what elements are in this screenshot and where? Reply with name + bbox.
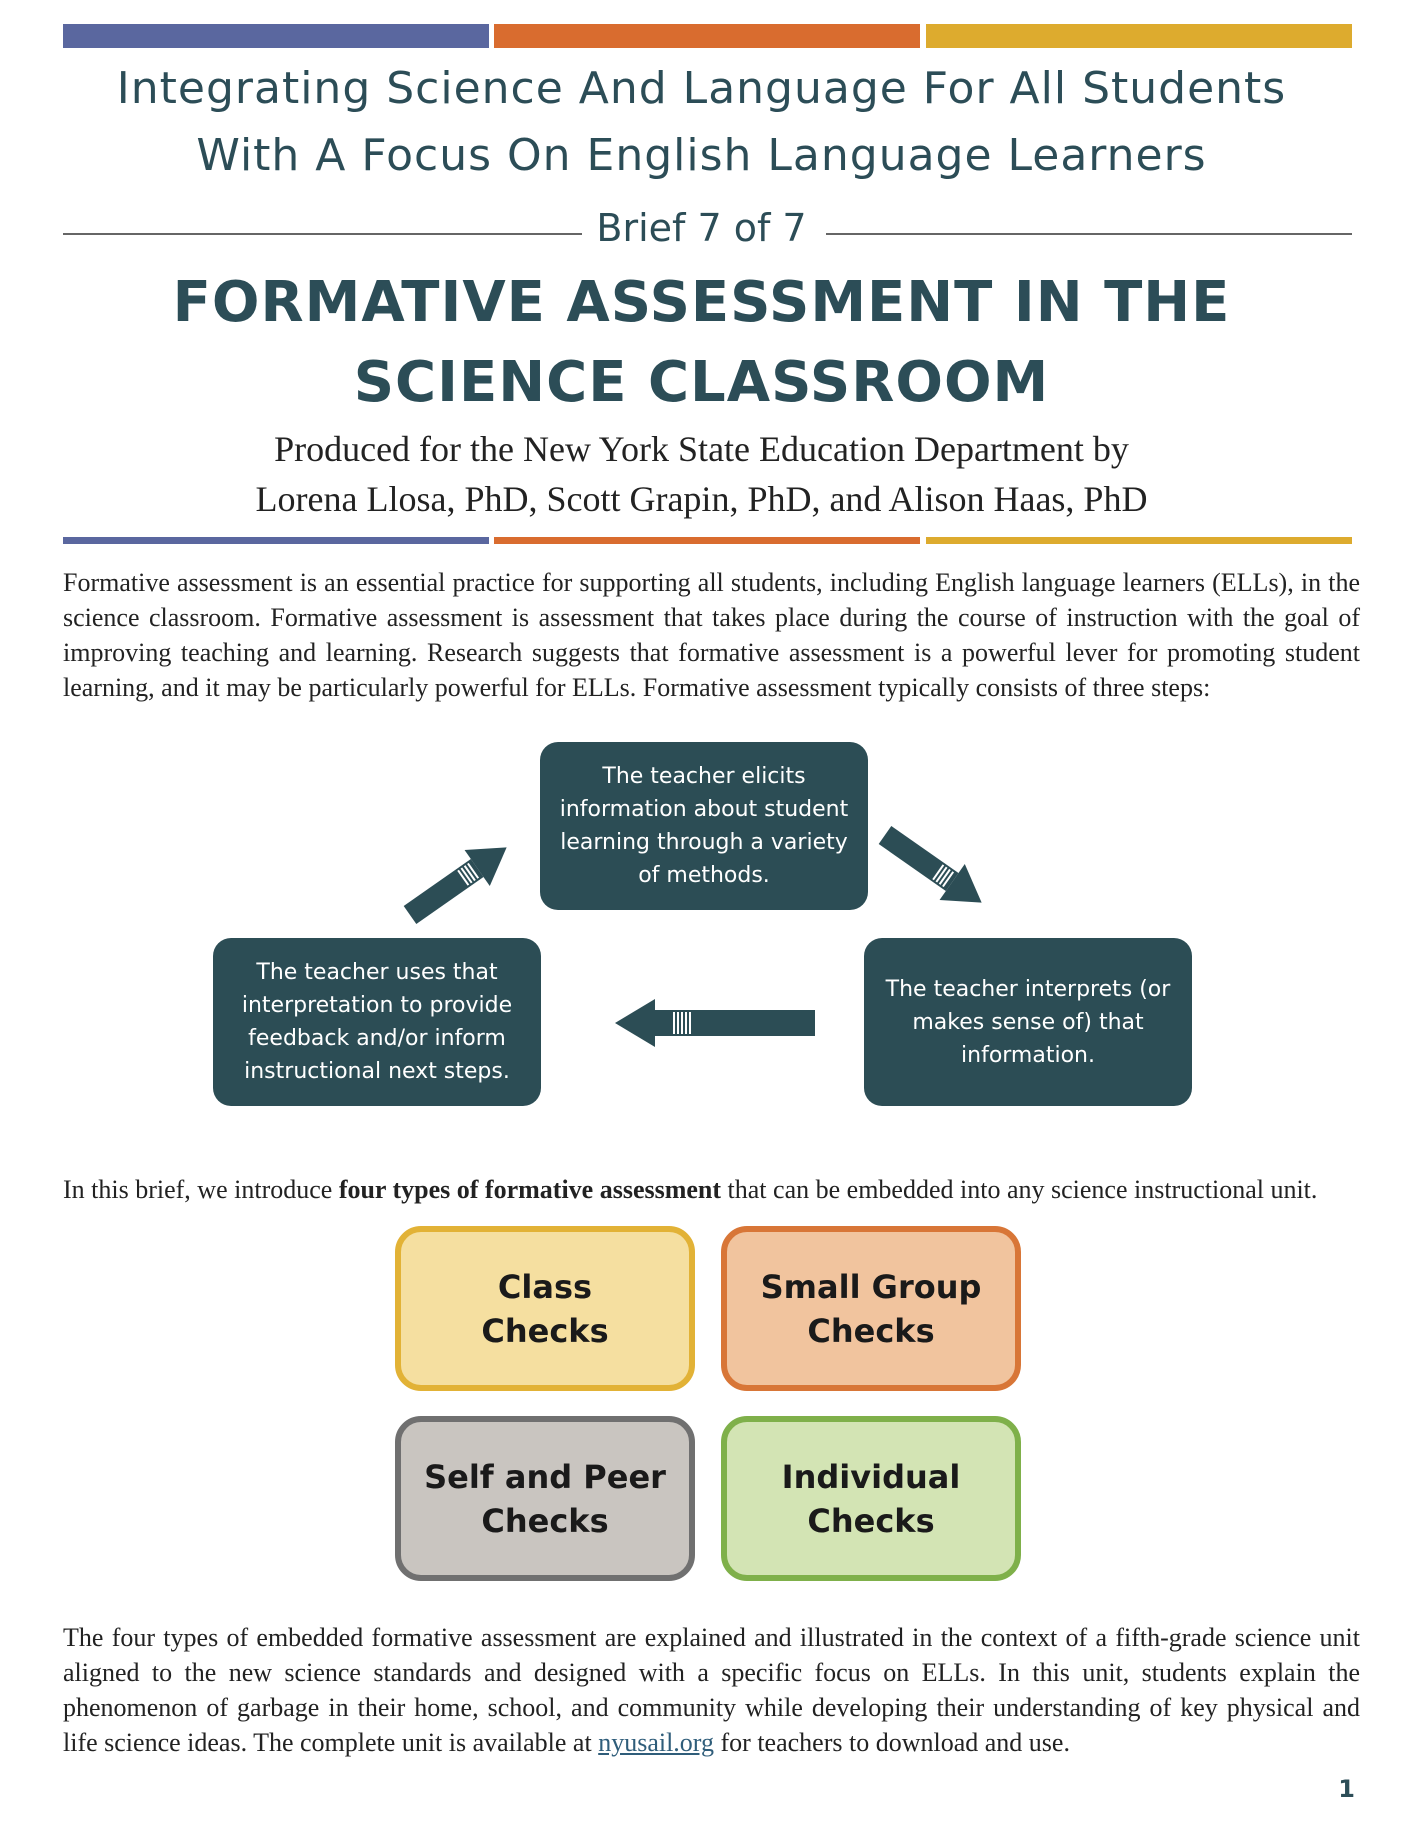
step-use: The teacher uses that interpretation to …: [213, 938, 541, 1106]
arrow-to-use-icon: [615, 999, 815, 1047]
closing-paragraph: The four types of embedded formative ass…: [63, 1623, 1360, 1757]
page-title-line2: SCIENCE CLASSROOM: [353, 350, 1050, 415]
four-types-intro: In this brief, we introduce four types o…: [63, 1175, 1318, 1204]
series-title-line2: With A Focus On English Language Learner…: [196, 130, 1207, 181]
byline-line1: Produced for the New York State Educatio…: [274, 429, 1129, 469]
small-group-checks-line1: Small Group: [760, 1267, 982, 1306]
rule-right: [826, 233, 1352, 235]
divider-bar-gold: [926, 537, 1352, 544]
page-title-line1: FORMATIVE ASSESSMENT IN THE: [172, 270, 1231, 335]
step-interpret: The teacher interprets (or makes sense o…: [864, 938, 1192, 1106]
small-group-checks-line2: Checks: [807, 1311, 935, 1350]
rule-left: [63, 233, 583, 235]
individual-checks-line1: Individual: [781, 1457, 961, 1496]
self-peer-checks-line2: Checks: [481, 1501, 609, 1540]
divider-bar-blue: [63, 537, 489, 544]
arrow-to-elicit-icon: [403, 847, 507, 925]
nyusail-link[interactable]: nyusail.org: [598, 1728, 714, 1757]
page-number: 1: [1338, 1775, 1355, 1803]
class-checks-line2: Checks: [481, 1311, 609, 1350]
individual-checks-line2: Checks: [807, 1501, 935, 1540]
step-elicit: The teacher elicits information about st…: [540, 742, 868, 910]
intro-paragraph: Formative assessment is an essential pra…: [63, 568, 1360, 702]
series-title-line1: Integrating Science And Language For All…: [116, 63, 1287, 114]
byline-line2: Lorena Llosa, PhD, Scott Grapin, PhD, an…: [255, 479, 1148, 519]
divider-bar-orange: [494, 537, 920, 544]
arrow-to-interpret-icon: [878, 825, 982, 903]
top-bar-orange: [494, 24, 920, 48]
brief-number: Brief 7 of 7: [0, 206, 1403, 250]
self-peer-checks-line1: Self and Peer: [424, 1457, 666, 1496]
top-bar-blue: [63, 24, 489, 48]
top-bar-gold: [926, 24, 1352, 48]
cycle-arrows: [403, 825, 982, 1047]
class-checks-line1: Class: [497, 1267, 593, 1306]
